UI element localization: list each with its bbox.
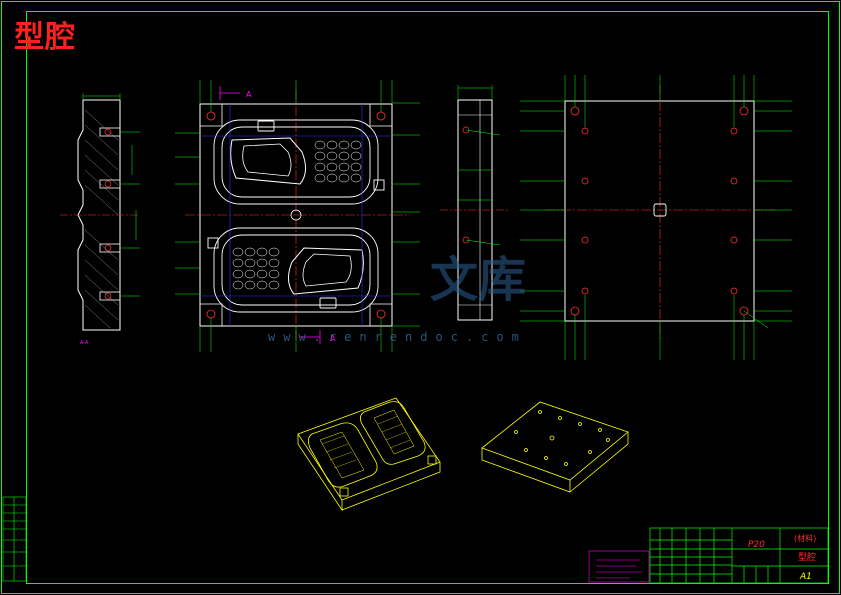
cavity-plate-plan-view: A A — [175, 80, 420, 352]
title-block — [649, 527, 829, 584]
technical-notes-box — [588, 550, 650, 583]
watermark-brand: 文库 — [430, 252, 527, 308]
watermark-url: www.renrendoc.com — [268, 330, 527, 344]
side-view — [440, 85, 510, 321]
back-plate-view — [520, 75, 792, 360]
margin-code-box — [2, 496, 27, 582]
inner-border — [26, 11, 829, 584]
section-view-a-a: A-A — [60, 93, 140, 346]
title-block-part-name: 型腔 — [798, 551, 816, 563]
isometric-back-plate — [481, 401, 629, 493]
title-block-material: P20 — [748, 540, 765, 550]
drawing-title: 型腔 — [14, 20, 76, 55]
isometric-cavity-plate — [297, 397, 441, 512]
section-mark-top: A — [246, 90, 252, 99]
title-block-material-label: (材料) — [794, 533, 816, 543]
section-mark-bottom: A — [330, 334, 336, 343]
section-view-caption: A-A — [80, 340, 89, 346]
title-block-sheet-size: A1 — [799, 572, 812, 582]
